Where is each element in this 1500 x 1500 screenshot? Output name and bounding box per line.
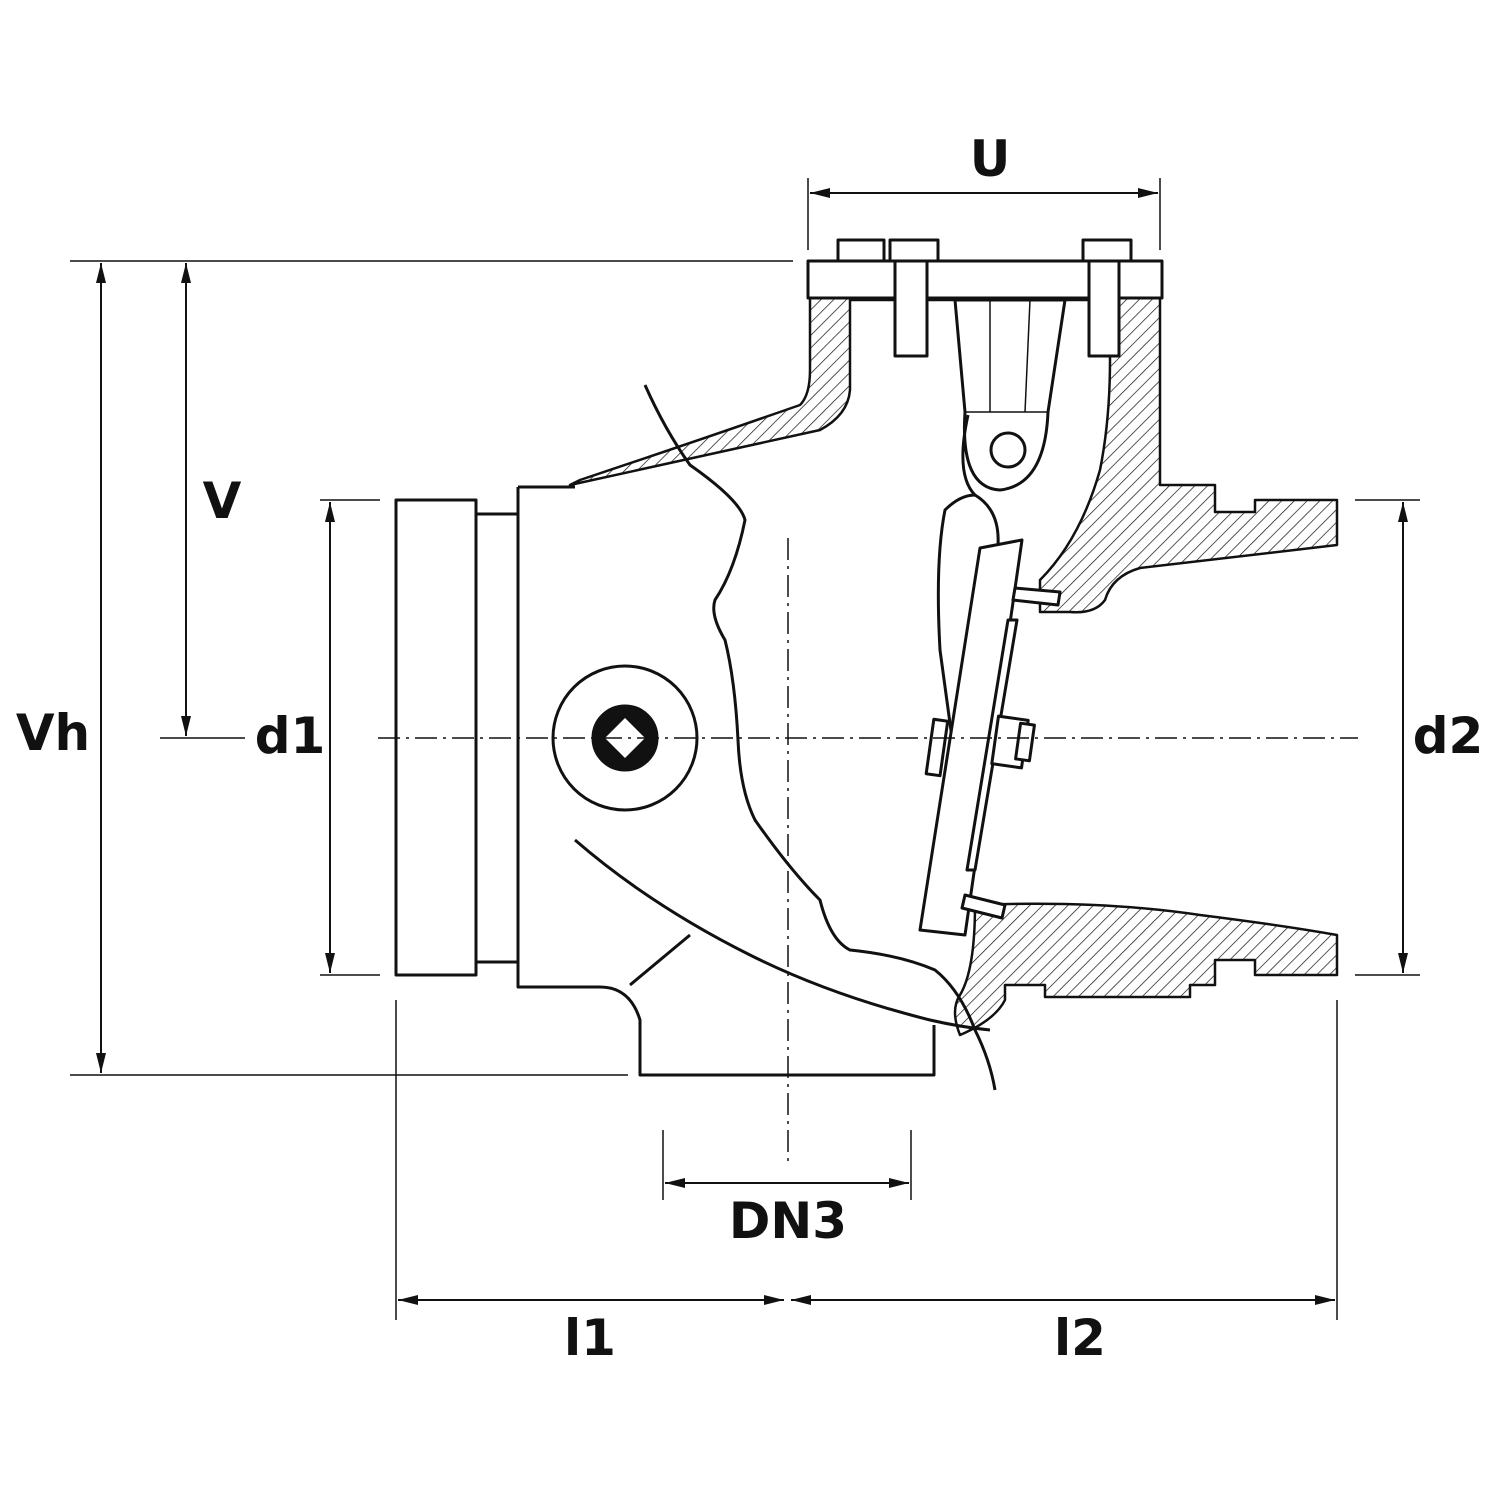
bolt-head-3 [1081,238,1133,263]
disc-seal [965,618,1019,872]
dimension-lines [96,188,1408,1305]
bolt-shank-2 [1087,259,1121,358]
inlet-body [516,485,936,1077]
label-DN3: DN3 [729,1192,847,1250]
bolt-shank-1 [893,259,929,358]
label-l2: l2 [1054,1309,1106,1367]
drain-edge [629,933,691,987]
bolt-head-2 [888,238,940,263]
body-curve [574,838,991,1032]
dimension-labels: U V Vh d1 d2 DN3 l1 l2 [16,130,1483,1367]
hinge-pin [989,431,1027,469]
body-section-upper [568,288,1339,614]
seat-stop-lower [960,893,1007,920]
seat-stop-upper [1011,586,1062,607]
label-Vh: Vh [16,704,90,762]
label-d1: d1 [255,707,326,765]
label-l1: l1 [564,1309,616,1367]
label-d2: d2 [1413,707,1484,765]
bolt-head-1 [836,238,886,263]
disc-bolt-left [924,717,950,778]
valve-body [394,238,1339,1091]
hinge-arm [953,298,1067,492]
body-section-lower [953,902,1339,1037]
disc-washer [1014,721,1036,763]
label-U: U [970,130,1011,188]
extension-lines [70,178,1420,1320]
section-break-line [643,384,997,1091]
plug-square-icon [605,718,645,758]
label-V: V [203,472,242,530]
